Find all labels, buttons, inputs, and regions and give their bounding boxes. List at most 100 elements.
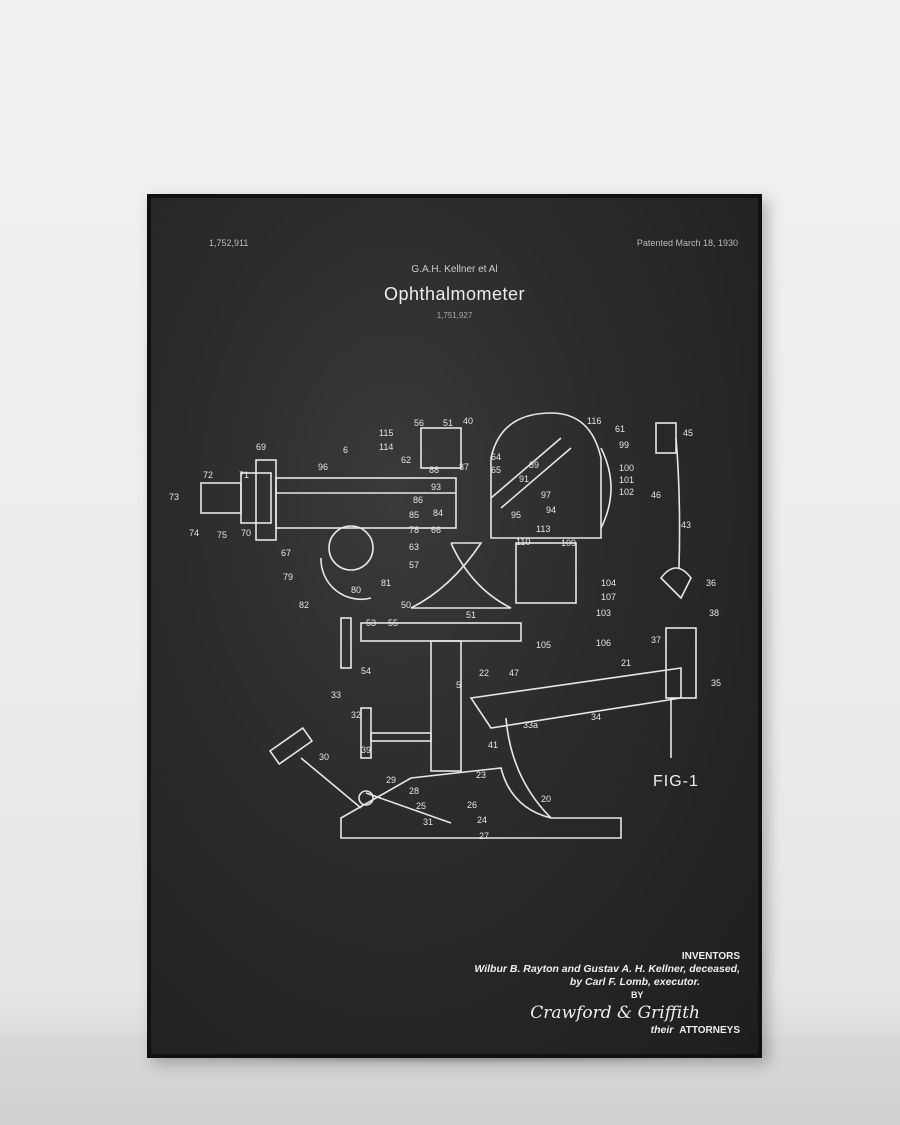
part-label: 5	[456, 680, 461, 690]
part-label: 66	[431, 525, 441, 535]
part-label: 62	[401, 455, 411, 465]
part-label: 106	[596, 638, 611, 648]
part-label: 67	[281, 548, 291, 558]
part-label: 82	[299, 600, 309, 610]
part-label: 56	[414, 418, 424, 428]
part-label: 73	[169, 492, 179, 502]
inventors-line-2: by Carl F. Lomb, executor.	[569, 976, 700, 988]
part-label: 23	[476, 770, 486, 780]
part-label: 109	[561, 538, 576, 548]
part-label: 88	[429, 465, 439, 475]
part-label: 65	[491, 465, 501, 475]
part-label: 55	[388, 618, 398, 628]
part-label: 99	[619, 440, 629, 450]
part-label: 116	[587, 416, 601, 426]
poster-subtitle: 1,751,927	[436, 311, 473, 320]
part-label: 72	[203, 470, 213, 480]
their-label: their	[650, 1024, 674, 1036]
part-label: 46	[651, 490, 661, 500]
figure-label: FIG-1	[653, 773, 699, 790]
part-label: 81	[381, 578, 391, 588]
part-label: 71	[239, 470, 249, 480]
part-label: 64	[491, 452, 501, 462]
patent-date: Patented March 18, 1930	[636, 238, 738, 248]
part-label: 100	[619, 463, 634, 473]
attorney-signature: Crawford & Griffith	[530, 1003, 700, 1023]
part-label: 61	[615, 424, 625, 434]
by-label: BY	[630, 990, 644, 1000]
part-label: 22	[479, 668, 489, 678]
part-label: 113	[536, 524, 550, 534]
part-label: 110	[516, 537, 530, 547]
part-label: 40	[463, 416, 473, 426]
part-label: 105	[536, 640, 551, 650]
part-label: 37	[651, 635, 661, 645]
part-label: 35	[711, 678, 721, 688]
part-label: 26	[467, 800, 477, 810]
part-label: 114	[379, 442, 393, 452]
part-label: 115	[379, 428, 393, 438]
part-label: 20	[541, 794, 551, 804]
part-label: 57	[409, 560, 419, 570]
part-label: 107	[601, 592, 616, 602]
attorneys-label: ATTORNEYS	[679, 1025, 740, 1036]
part-label: 75	[217, 530, 227, 540]
part-label: 32	[351, 710, 361, 720]
part-label: 104	[601, 578, 616, 588]
part-label: 103	[596, 608, 611, 618]
part-label: 51	[443, 418, 453, 428]
part-label: 30	[319, 752, 329, 762]
machine-lines	[200, 412, 697, 839]
part-label: 63	[409, 542, 419, 552]
poster-frame: 1,752,911 Patented March 18, 1930 G.A.H.…	[147, 194, 762, 1058]
part-label: 33a	[523, 720, 538, 730]
part-label: 87	[459, 462, 469, 472]
part-label: 43	[681, 520, 691, 530]
part-label: 96	[318, 462, 328, 472]
part-label: 51	[466, 610, 476, 620]
part-label: 27	[479, 831, 489, 841]
part-label: 21	[621, 658, 631, 668]
part-label: 95	[511, 510, 521, 520]
part-label: 97	[541, 490, 551, 500]
part-label: 47	[509, 668, 519, 678]
part-label: 74	[189, 528, 199, 538]
part-label: 69	[256, 442, 266, 452]
part-label: 38	[709, 608, 719, 618]
part-label: 33	[331, 690, 341, 700]
part-label: 85	[409, 510, 419, 520]
inventors-line-1: Wilbur B. Rayton and Gustav A. H. Kellne…	[474, 963, 740, 975]
part-label: 79	[283, 572, 293, 582]
part-label: 34	[591, 712, 601, 722]
patent-poster: 1,752,911 Patented March 18, 1930 G.A.H.…	[151, 198, 758, 1054]
part-label: 31	[423, 817, 433, 827]
patent-number: 1,752,911	[209, 238, 249, 248]
part-label: 78	[409, 525, 419, 535]
part-label: 39	[361, 745, 371, 755]
inventor-short: G.A.H. Kellner et Al	[411, 264, 498, 275]
part-label: 29	[386, 775, 396, 785]
part-label: 45	[683, 428, 693, 438]
part-label: 80	[351, 585, 361, 595]
part-label: 24	[477, 815, 487, 825]
part-label: 36	[706, 578, 716, 588]
part-label: 28	[409, 786, 419, 796]
part-label: 84	[433, 508, 443, 518]
part-label: 89	[529, 460, 539, 470]
part-label: 53	[366, 618, 376, 628]
part-label: 91	[519, 474, 529, 484]
part-label: 25	[416, 801, 426, 811]
part-label: 54	[361, 666, 371, 676]
part-label: 6	[343, 445, 348, 455]
part-label: 86	[413, 495, 423, 505]
part-label: 41	[488, 740, 498, 750]
part-label: 102	[619, 487, 634, 497]
part-label: 50	[401, 600, 411, 610]
part-label: 94	[546, 505, 556, 515]
part-label: 70	[241, 528, 251, 538]
part-label: 101	[619, 475, 634, 485]
inventors-block: INVENTORS Wilbur B. Rayton and Gustav A.…	[474, 950, 740, 1037]
poster-title: Ophthalmometer	[383, 284, 526, 304]
